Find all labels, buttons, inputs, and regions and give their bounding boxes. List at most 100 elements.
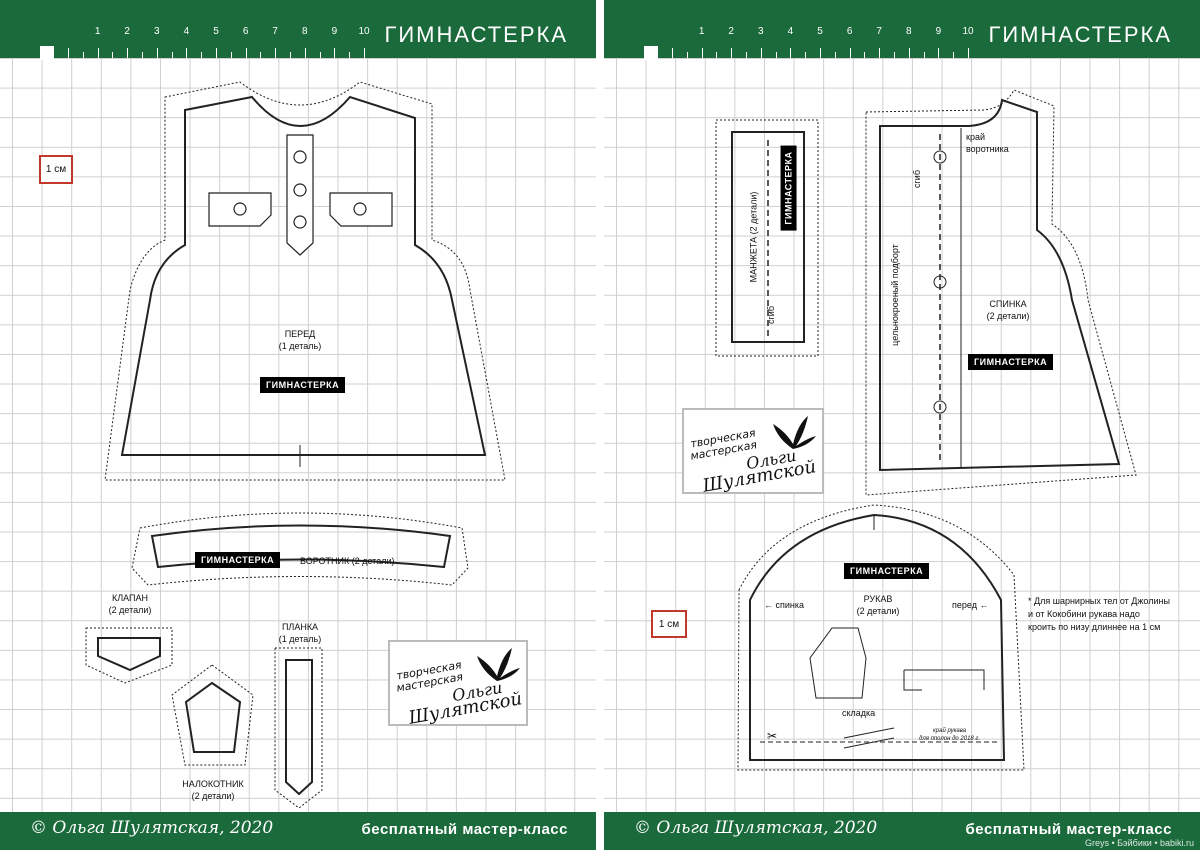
placket-label: ПЛАНКА (1 деталь) [278, 622, 322, 644]
ruler-number: 4 [787, 26, 794, 37]
cuff-placement [903, 669, 985, 691]
button-icon [293, 150, 307, 164]
ruler-number: 7 [876, 26, 882, 37]
ruler-tick [127, 48, 129, 58]
ruler-tick [716, 52, 718, 58]
ruler-number: 8 [906, 26, 912, 37]
ruler-tick [156, 48, 158, 58]
ruler-tick [746, 52, 747, 58]
scissors-icon: ✂ [767, 729, 778, 743]
pattern-pieces-right [715, 89, 1137, 771]
ruler-number: 1 [698, 26, 705, 37]
ruler-number: 6 [846, 26, 853, 37]
ruler-number: 4 [183, 26, 190, 37]
right-pocket-flap [329, 192, 393, 227]
ruler-tick [672, 48, 673, 58]
ruler-tick [230, 52, 232, 58]
elbow-placement [809, 627, 867, 699]
back-label: СПИНКА (2 детали) [986, 299, 1030, 321]
page-gap [596, 0, 604, 850]
ruler-number: 5 [213, 26, 219, 37]
footer-band: © Ольга Шулятская, 2020 бесплатный масте… [0, 812, 596, 850]
front-seam-allowance [104, 81, 506, 481]
back-seam-allowance [865, 89, 1137, 496]
ruler-number: 10 [962, 26, 974, 37]
ruler-number: 8 [302, 26, 308, 37]
ruler-tick [142, 52, 143, 58]
ruler-number: 2 [728, 26, 734, 37]
button-icon [293, 183, 307, 197]
button-icon [933, 400, 947, 414]
collar-edge-label: край воротника [966, 132, 1009, 154]
ruler-number: 1 [94, 26, 101, 37]
elbow-label: НАЛОКОТНИК (2 детали) [182, 779, 244, 801]
placket-seam-allowance [274, 647, 323, 809]
ruler-origin [40, 46, 54, 60]
ruler-tick [760, 48, 762, 58]
ruler-tick [186, 48, 188, 58]
ruler-tick [820, 48, 821, 58]
ruler-tick [923, 52, 925, 58]
sleeve-outline [749, 513, 1006, 761]
ruler-tick [790, 48, 792, 58]
elbow-outline [184, 681, 242, 753]
ruler-number: 9 [331, 26, 338, 37]
ruler-tick [879, 48, 881, 58]
ruler-tick [834, 52, 836, 58]
brand-tag: ГИМНАСТЕРКА [844, 563, 930, 579]
ruler-tick [849, 48, 851, 58]
button-icon [293, 215, 307, 229]
flap-seam-allowance [85, 627, 173, 684]
cuff-outline [731, 131, 805, 343]
workshop-logo: творческая мастерская Ольги Шулятской [388, 640, 528, 729]
cuff-label: МАНЖЕТА (2 детали) [748, 191, 759, 283]
ruler-number: 9 [935, 26, 942, 37]
sleeve-back-arrow: ← спинка [764, 600, 805, 610]
flap-label: КЛАПАН (2 детали) [108, 593, 152, 615]
brand-tag: ГИМНАСТЕРКА [260, 377, 346, 393]
ruler-tick [68, 48, 69, 58]
page-title: ГИМНАСТЕРКА [384, 22, 568, 47]
ruler-tick [97, 48, 99, 58]
ruler-origin [644, 46, 658, 60]
workshop-logo: творческая мастерская Ольги Шулятской [682, 408, 824, 497]
footer-signature: © Ольга Шулятская, 2020 [30, 818, 274, 838]
sleeve-front-arrow: перед ← [952, 600, 989, 610]
ruler-tick [304, 48, 306, 58]
brand-tag: ГИМНАСТЕРКА [195, 552, 281, 568]
ruler-tick [686, 52, 688, 58]
page-title: ГИМНАСТЕРКА [988, 22, 1172, 47]
ruler-tick [731, 48, 733, 58]
ruler-tick [245, 48, 247, 58]
ruler-number: 6 [242, 26, 249, 37]
footer-text: бесплатный мастер-класс [361, 821, 568, 838]
placket-outline [285, 659, 313, 796]
pleat-label: складка [842, 708, 876, 718]
cuff-seam-allowance [715, 119, 819, 357]
cuff-fold-label: сгиб [765, 306, 776, 324]
ruler-tick [260, 52, 262, 58]
ruler-tick [701, 48, 703, 58]
ruler-number: 3 [758, 26, 764, 37]
back-outline [879, 98, 1121, 472]
flower-icon [773, 416, 816, 449]
site-watermark: Greys • Бэйбики • babiki.ru [1085, 838, 1194, 848]
ruler-tick [82, 52, 84, 58]
ruler-tick [805, 52, 807, 58]
footer-text: бесплатный мастер-класс [965, 821, 1172, 838]
pleat-marks [843, 727, 895, 749]
back-fold-label: сгиб [911, 170, 922, 188]
ruler-tick [216, 48, 217, 58]
button-icon [933, 275, 947, 289]
ruler-number: 7 [272, 26, 278, 37]
front-outline [120, 95, 487, 456]
ruler-tick [894, 52, 895, 58]
ruler-tick [275, 48, 277, 58]
ruler-tick [864, 52, 866, 58]
ruler-tick [953, 52, 955, 58]
collar-seam-allowance [131, 512, 469, 586]
